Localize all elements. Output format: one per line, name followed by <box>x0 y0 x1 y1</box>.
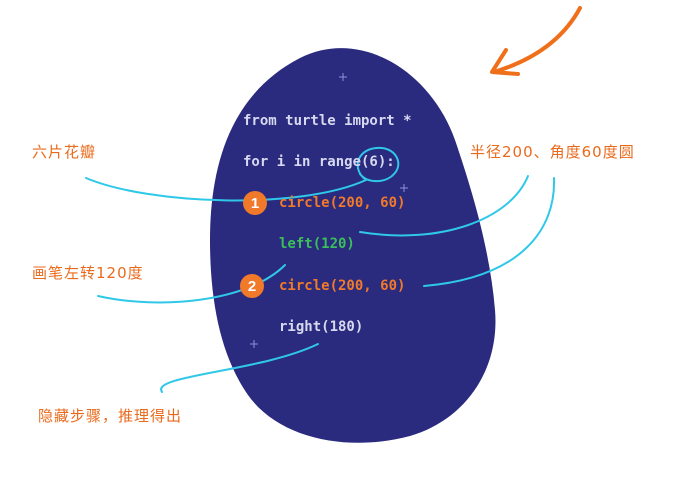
code-line-for-loop: for i in range(6): <box>243 154 395 170</box>
code-line-circle-1: circle(200, 60) <box>279 195 406 211</box>
code-blob <box>210 48 496 443</box>
connector-turn-left <box>97 264 286 304</box>
step-2-badge: 2 <box>240 274 264 298</box>
code-line-import: from turtle import * <box>243 113 412 129</box>
sparkle-icon <box>339 73 347 81</box>
annotation-turn-left: 画笔左转120度 <box>32 264 144 282</box>
step-1-badge: 1 <box>243 191 267 215</box>
code-line-left: left(120) <box>279 236 355 252</box>
sparkle-icon <box>400 184 408 192</box>
annotation-radius-angle: 半径200、角度60度圆 <box>470 143 635 161</box>
sparkle-icon <box>250 340 258 348</box>
annotation-petals: 六片花瓣 <box>32 143 97 161</box>
connector-petals <box>85 177 367 202</box>
code-line-right: right(180) <box>279 319 364 335</box>
orange-arrow-icon <box>490 6 582 76</box>
connector-radius-1 <box>359 175 529 237</box>
connector-hidden-step <box>160 343 319 393</box>
connector-loop <box>356 146 400 183</box>
annotation-hidden-step: 隐藏步骤，推理得出 <box>38 407 183 425</box>
connector-radius-2 <box>423 177 556 287</box>
code-line-circle-2: circle(200, 60) <box>279 278 406 294</box>
